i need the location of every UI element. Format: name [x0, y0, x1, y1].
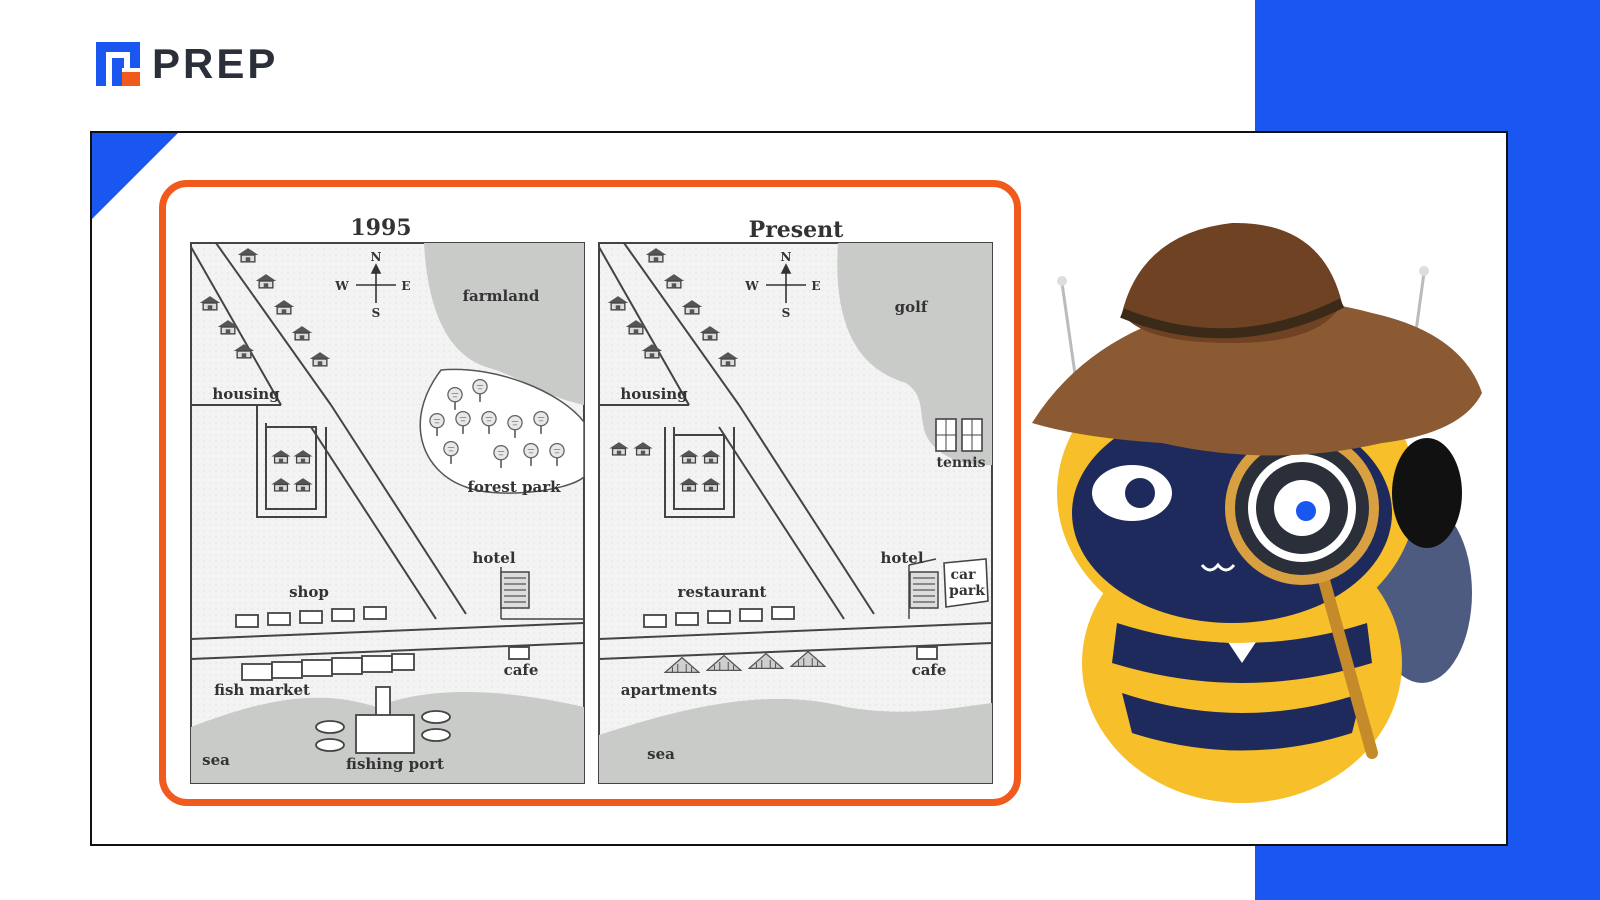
car-park [943, 558, 989, 608]
compass-rose [356, 263, 396, 303]
map-title: Present [749, 217, 845, 243]
main-road [598, 622, 993, 660]
detective-bee-mascot-icon [1032, 222, 1482, 803]
map-present: Present [598, 217, 993, 784]
cafe-building [508, 646, 530, 660]
fishing-port [315, 686, 451, 754]
map-1995: 1995 [190, 215, 585, 784]
label-park: park [949, 583, 985, 599]
compass-e: E [401, 279, 410, 293]
prep-logo-icon [96, 42, 140, 86]
maps-frame: 1995 [159, 180, 1021, 806]
label-farmland: farmland [463, 287, 540, 305]
label-sea: sea [202, 751, 230, 769]
prep-logo[interactable]: PREP [92, 38, 278, 90]
label-shop: shop [289, 583, 329, 601]
compass-n: N [371, 250, 382, 264]
hotel-building [909, 571, 939, 609]
shops [235, 606, 387, 628]
brand-name: PREP [152, 40, 279, 87]
label-hotel: hotel [472, 549, 515, 567]
cafe-building [916, 646, 938, 660]
housing-block [256, 405, 327, 518]
compass-w: W [334, 279, 349, 293]
restaurant-buildings [643, 606, 795, 628]
housing-block [664, 427, 735, 518]
sea-area [599, 698, 992, 783]
map-title: 1995 [350, 215, 411, 241]
label-fish-market: fish market [214, 681, 310, 699]
compass-rose [766, 263, 806, 303]
label-cafe: cafe [912, 661, 947, 679]
compass-e: E [811, 279, 820, 293]
label-forest-park: forest park [467, 478, 561, 496]
label-restaurant: restaurant [678, 583, 767, 601]
label-tennis: tennis [937, 455, 986, 471]
diagonal-road-2 [310, 404, 467, 620]
label-housing: housing [212, 385, 280, 403]
farmland-area [424, 243, 584, 405]
main-road [190, 622, 585, 660]
compass-s: S [372, 306, 381, 320]
label-golf: golf [895, 298, 929, 316]
compass-w: W [744, 279, 759, 293]
golf-area [837, 243, 992, 466]
label-cafe: cafe [504, 661, 539, 679]
diagonal-road-2 [718, 404, 875, 620]
maps-svg: 1995 [190, 215, 993, 784]
label-housing: housing [620, 385, 688, 403]
fish-market [241, 653, 415, 681]
label-car: car [951, 567, 977, 583]
hotel-building [500, 571, 530, 609]
label-sea: sea [647, 745, 675, 763]
map-card: 1995 [90, 131, 1508, 846]
label-apartments: apartments [621, 681, 717, 699]
label-fishing-port: fishing port [346, 755, 444, 773]
compass-s: S [782, 306, 791, 320]
compass-n: N [781, 250, 792, 264]
label-hotel: hotel [880, 549, 923, 567]
tennis-courts [935, 418, 983, 452]
forest-park-area [419, 368, 585, 494]
